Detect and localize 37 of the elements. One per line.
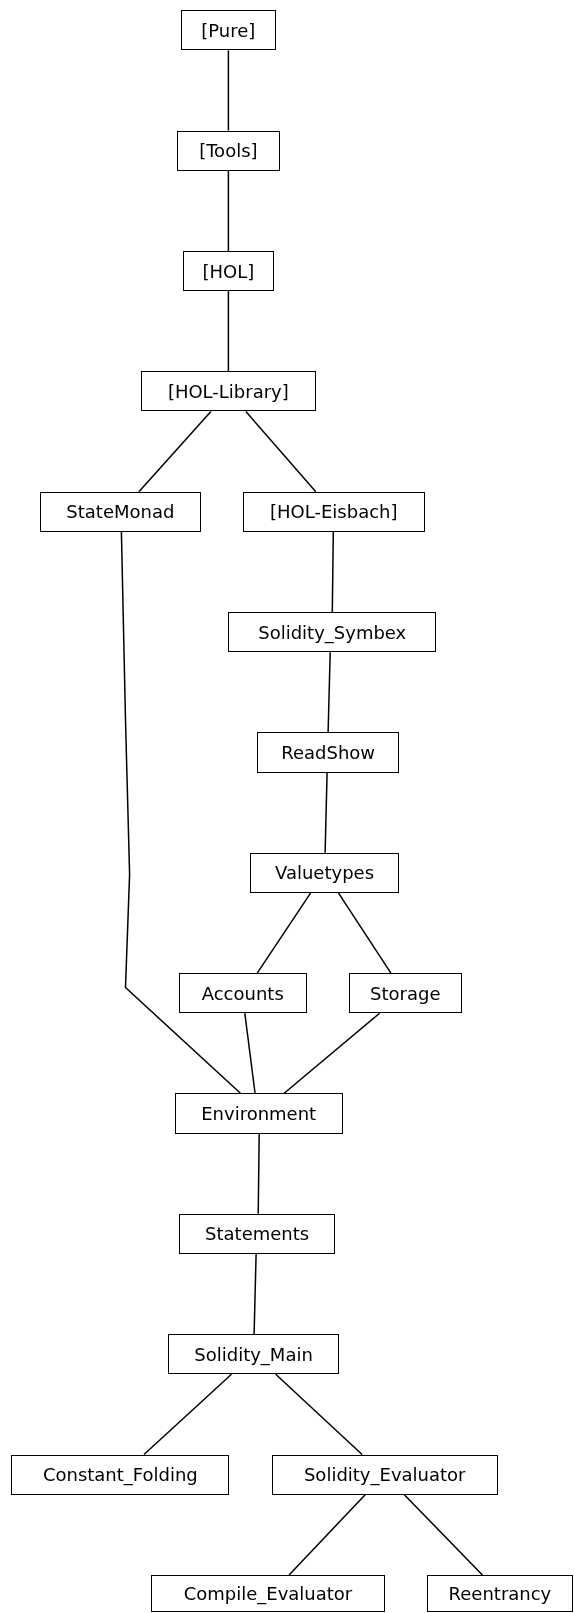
- connector-line: [337, 892, 392, 974]
- connector-line: [403, 1493, 484, 1576]
- module-box: Environment: [174, 1093, 343, 1134]
- connector-line: [120, 531, 242, 1095]
- connector-line: [244, 1012, 256, 1095]
- module-box: Accounts: [179, 973, 307, 1014]
- module-box: [HOL-Eisbach]: [242, 491, 425, 532]
- connector-line: [143, 1373, 233, 1456]
- connector-line: [227, 170, 230, 252]
- module-box: ReadShow: [257, 732, 400, 773]
- connector-line: [138, 410, 212, 493]
- connector-line: [227, 49, 230, 132]
- module-box: StateMonad: [40, 491, 201, 532]
- connector-line: [288, 1493, 366, 1576]
- connector-line: [245, 410, 317, 493]
- module-box: [HOL-Library]: [140, 371, 316, 412]
- connector-line: [253, 1253, 257, 1335]
- module-box: Statements: [179, 1213, 336, 1254]
- connector-line: [274, 1373, 363, 1456]
- module-box: [HOL]: [183, 251, 274, 292]
- module-box: Compile_Evaluator: [151, 1574, 385, 1612]
- connector-line: [324, 771, 328, 854]
- module-box: Storage: [348, 973, 462, 1014]
- module-box: [Pure]: [181, 10, 276, 51]
- connector-line: [327, 651, 331, 734]
- connector-line: [256, 892, 312, 974]
- module-box: [Tools]: [176, 130, 280, 171]
- connector-line: [227, 290, 230, 373]
- module-box: Solidity_Main: [167, 1334, 340, 1375]
- connector-line: [331, 531, 335, 613]
- module-box: Solidity_Evaluator: [271, 1454, 498, 1495]
- connector-line: [257, 1132, 260, 1215]
- module-box: Valuetypes: [249, 852, 400, 893]
- module-box: Constant_Folding: [11, 1454, 230, 1495]
- connector-line: [283, 1012, 381, 1095]
- module-box: Reentrancy: [426, 1574, 573, 1612]
- module-box: Solidity_Symbex: [228, 612, 437, 653]
